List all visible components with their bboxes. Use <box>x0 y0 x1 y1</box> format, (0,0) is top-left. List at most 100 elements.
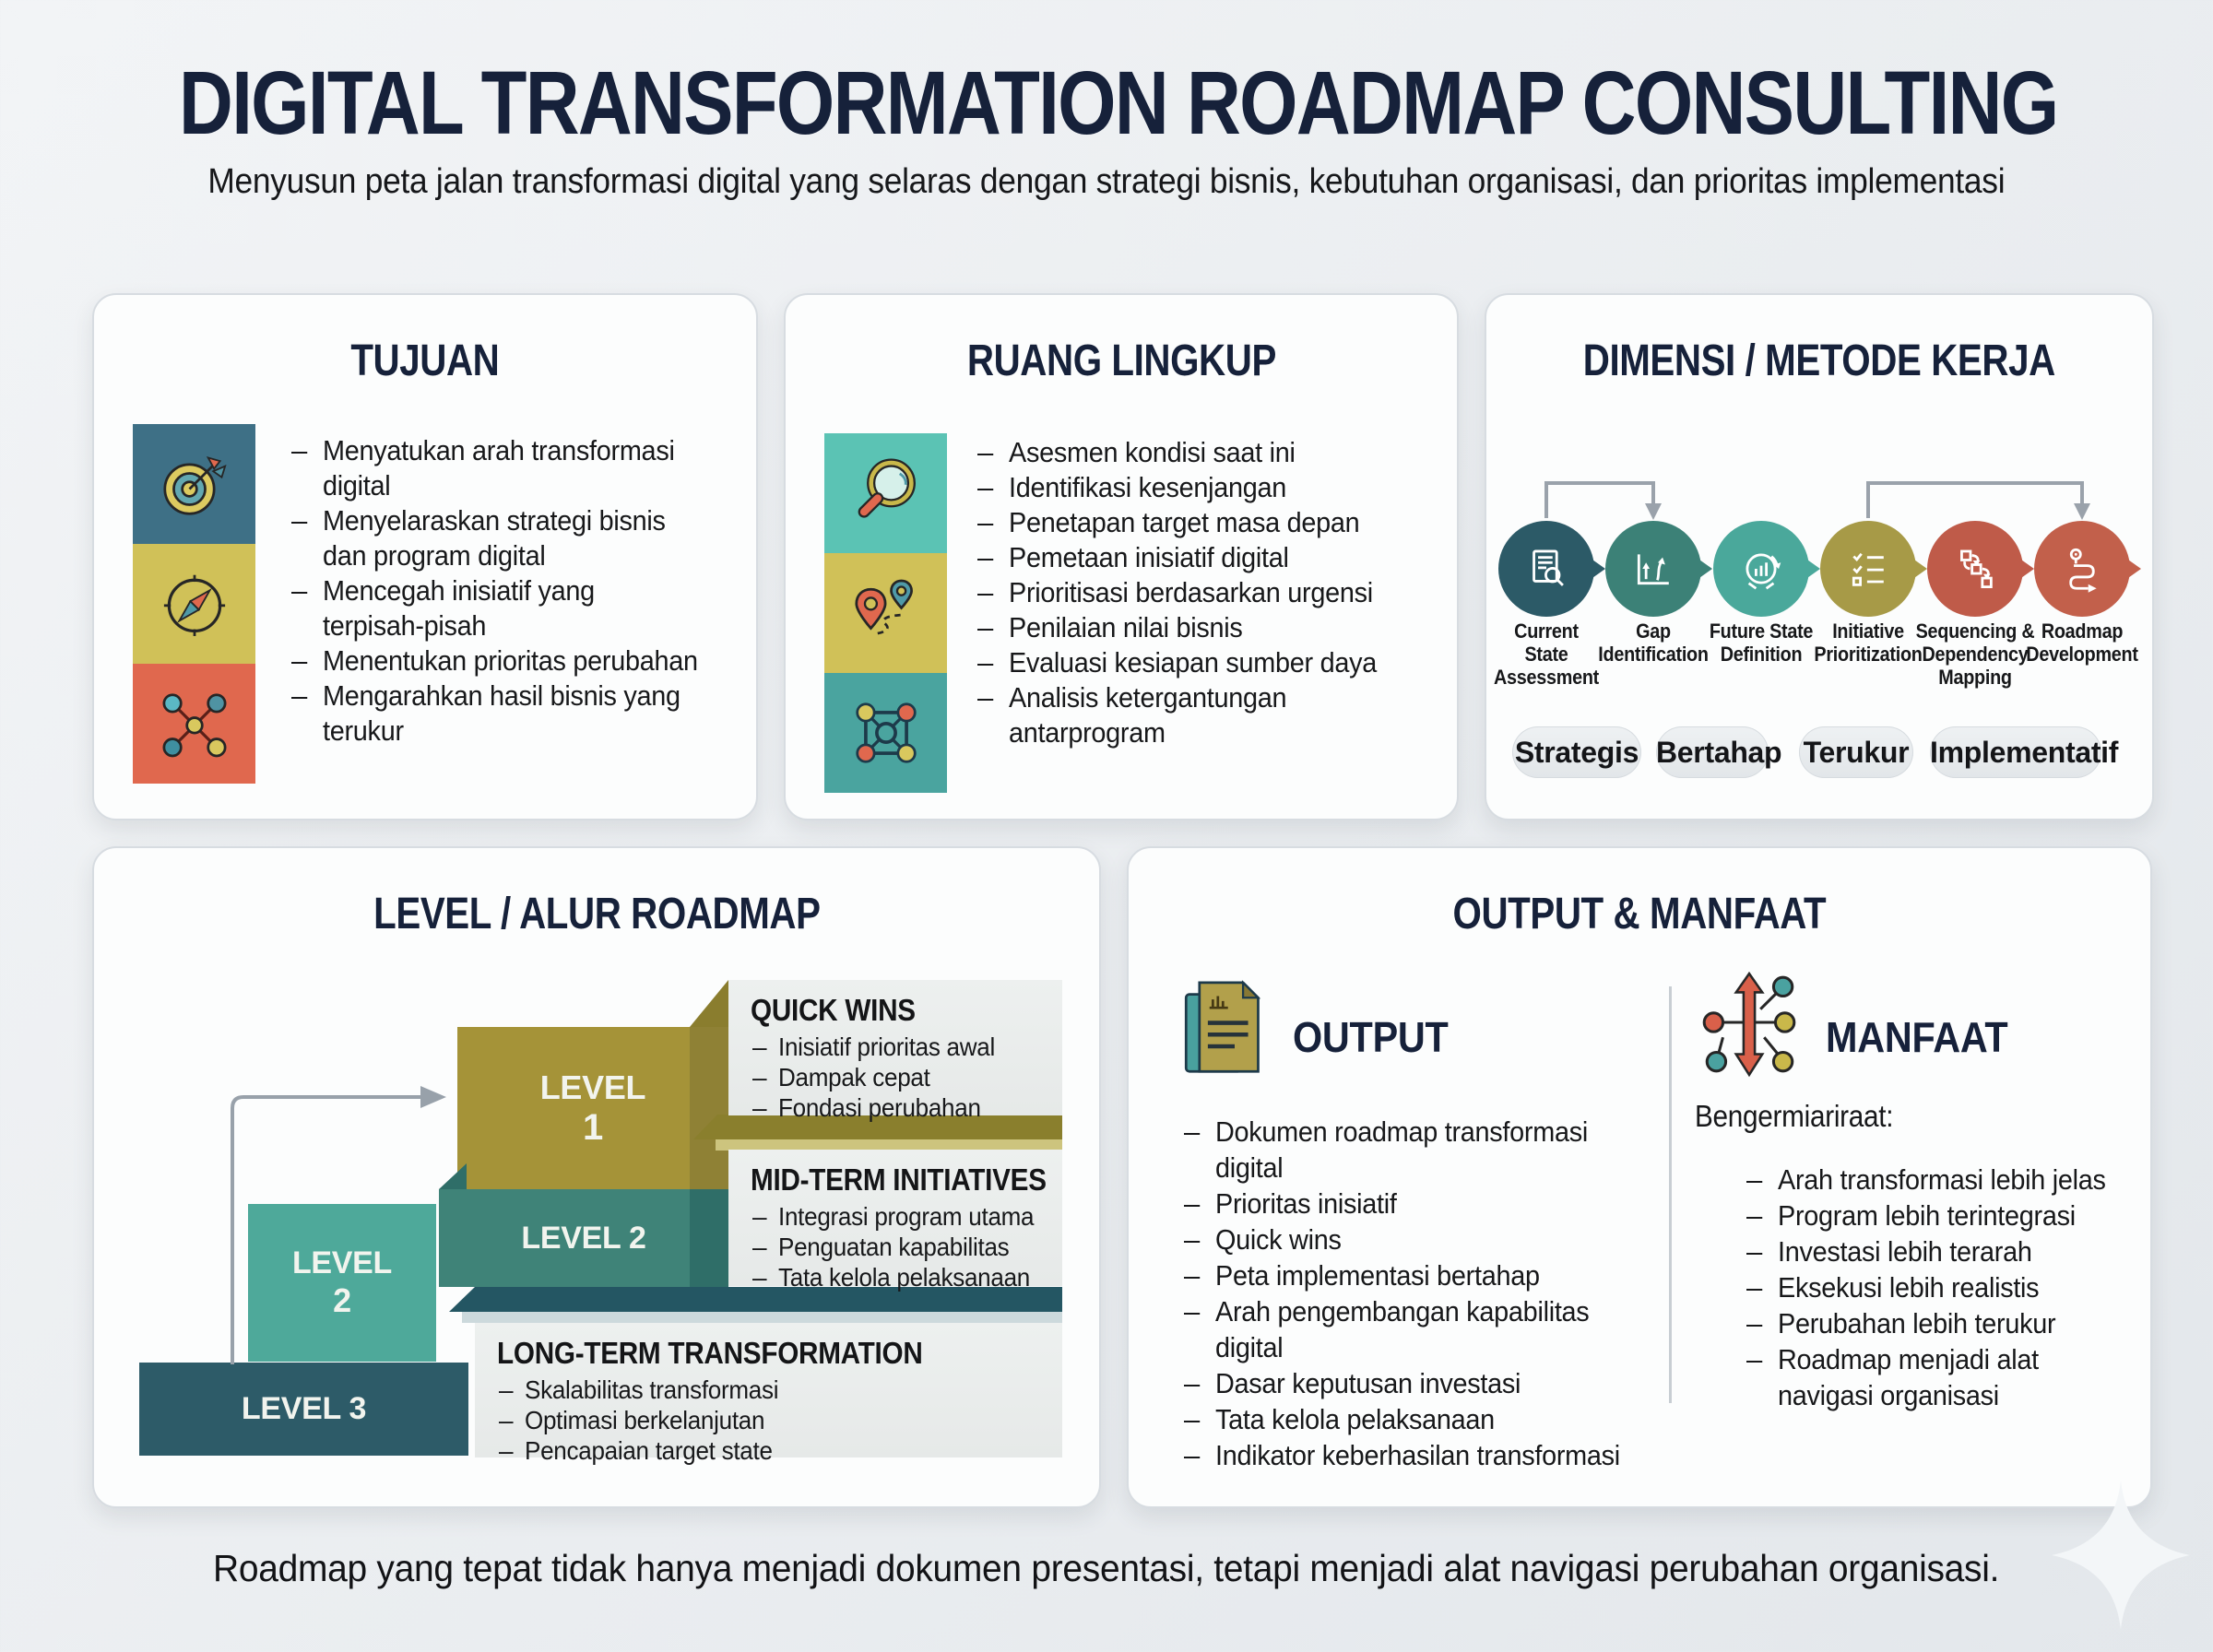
list-item: Penguatan kapabilitas <box>751 1232 1062 1262</box>
list-item: Menyatukan arah transformasi <box>290 433 726 468</box>
network-x-icon <box>133 664 255 784</box>
column-divider <box>1669 986 1672 1403</box>
list-item: Arah transformasi lebih jelas <box>1745 1162 2130 1198</box>
flow-connector-arrows <box>1544 481 2090 520</box>
manfaat-heading: MANFAAT <box>1826 1013 2008 1061</box>
panel-mid-term: MID-TERM INITIATIVES Integrasi program u… <box>728 1150 1062 1292</box>
step-roadmap-development <box>2034 521 2130 617</box>
panel-bullet-list: Skalabilitas transformasiOptimasi berkel… <box>497 1375 1062 1466</box>
card-title-ruang-lingkup: RUANG LINGKUP <box>966 336 1276 385</box>
panel-heading: LONG-TERM TRANSFORMATION <box>497 1336 923 1370</box>
list-item: Pencapaian target state <box>497 1435 1062 1466</box>
list-item: Roadmap menjadi alat <box>1745 1341 2130 1377</box>
step-sequencing-dependency-mapping <box>1927 521 2023 617</box>
list-item: Asesmen kondisi saat ini <box>976 435 1404 470</box>
list-item: digital <box>323 469 391 502</box>
card-title-level: LEVEL / ALUR ROADMAP <box>373 890 821 938</box>
target-icon <box>133 424 255 544</box>
growth-chart-icon <box>1746 553 1781 590</box>
list-item: Pemetaan inisiatif digital <box>976 540 1404 575</box>
level-2-small-label: LEVEL <box>291 1245 393 1280</box>
route-pin-icon <box>2069 548 2097 593</box>
list-item: Dokumen roadmap transformasi <box>1182 1114 1651 1150</box>
list-item: Evaluasi kesiapan sumber daya <box>976 645 1404 680</box>
panel-quick-wins: QUICK WINS Inisiatif prioritas awalDampa… <box>728 980 1062 1123</box>
level-1-label: LEVEL <box>539 1068 646 1106</box>
list-item: terukur <box>323 714 404 747</box>
level-2-wide-block: LEVEL 2 <box>439 1189 728 1287</box>
list-item: Program lebih terintegrasi <box>1745 1198 2130 1233</box>
page-title: DIGITAL TRANSFORMATION ROADMAP CONSULTIN… <box>179 53 2059 153</box>
card-title-tujuan: TUJUAN <box>350 336 500 385</box>
checklist-icon <box>1852 552 1884 586</box>
output-documents-icon <box>1184 980 1261 1073</box>
list-item: Tata kelola pelaksanaan <box>751 1262 1062 1292</box>
roadmap-flow-arrow <box>231 1086 446 1364</box>
list-item: Optimasi berkelanjutan <box>497 1405 1062 1435</box>
ruang-icon-column <box>824 433 947 793</box>
level-1-number: 1 <box>583 1106 603 1148</box>
list-item: dan program digital <box>323 539 546 572</box>
list-item: Arah pengembangan kapabilitas <box>1182 1293 1651 1329</box>
list-item: digital <box>1215 1331 1284 1363</box>
card-title-output-manfaat: OUTPUT & MANFAAT <box>1452 890 1827 938</box>
list-item: antarprogram <box>1009 716 1166 749</box>
level-2-small-block: LEVEL 2 <box>248 1204 436 1362</box>
list-item: Perubahan lebih terukur <box>1745 1305 2130 1341</box>
list-item: Penilaian nilai bisnis <box>976 610 1404 645</box>
list-item: Integrasi program utama <box>751 1201 1062 1232</box>
card-title-dimensi: DIMENSI / METODE KERJA <box>1582 336 2056 385</box>
list-item: Quick wins <box>1182 1221 1651 1257</box>
map-pins-icon <box>824 553 947 673</box>
gold-band-light <box>716 1139 1062 1150</box>
panel-bullet-list: Integrasi program utamaPenguatan kapabil… <box>751 1201 1062 1292</box>
page-subtitle: Menyusun peta jalan transformasi digital… <box>207 162 2006 201</box>
level-1-block: LEVEL 1 <box>457 1027 728 1189</box>
panel-bullet-list: Inisiatif prioritas awalDampak cepatFond… <box>751 1032 1062 1123</box>
list-item: Investasi lebih terarah <box>1745 1233 2130 1269</box>
panel-long-term: LONG-TERM TRANSFORMATION Skalabilitas tr… <box>475 1323 1062 1466</box>
level-1-side-shade <box>690 1027 728 1189</box>
manfaat-network-icon <box>1702 971 1796 1078</box>
list-item: Inisiatif prioritas awal <box>751 1032 1062 1062</box>
tag-bertahap: Bertahap <box>1656 726 1782 778</box>
ruang-bullet-list: Asesmen kondisi saat iniIdentifikasi kes… <box>976 435 1404 750</box>
list-item: terpisah-pisah <box>323 609 487 642</box>
tag-implementatif: Implementatif <box>1930 726 2118 778</box>
output-bullet-list: Dokumen roadmap transformasidigitalPrior… <box>1182 1114 1651 1473</box>
tujuan-icon-column <box>133 424 255 784</box>
step-gap-identification <box>1605 521 1701 617</box>
document-search-icon <box>1533 549 1564 586</box>
list-item: Analisis ketergantungan <box>976 680 1404 715</box>
list-item: Fondasi perubahan <box>751 1092 1062 1123</box>
list-item: digital <box>1215 1151 1284 1184</box>
cube-network-icon <box>824 673 947 793</box>
list-item: Tata kelola pelaksanaan <box>1182 1401 1651 1437</box>
list-item: navigasi organisasi <box>1778 1379 1999 1411</box>
tag-strategis: Strategis <box>1512 726 1641 778</box>
card-level-alur-roadmap: LEVEL / ALUR ROADMAP LEVEL 1 LEVEL 2 LEV… <box>92 846 1101 1508</box>
level-3-block: LEVEL 3 <box>139 1363 468 1456</box>
card-tujuan: TUJUAN Menyatukan arah transformasidigit… <box>92 293 758 820</box>
level-2-wide-label: LEVEL 2 <box>521 1220 646 1256</box>
list-item: Indikator keberhasilan transformasi <box>1182 1437 1651 1473</box>
list-item: Dampak cepat <box>751 1062 1062 1092</box>
list-item: Prioritas inisiatif <box>1182 1186 1651 1221</box>
list-item: Prioritisasi berdasarkan urgensi <box>976 575 1404 610</box>
level-2-small-number: 2 <box>333 1281 351 1319</box>
card-ruang-lingkup: RUANG LINGKUP Asesmen kondisi saat iniId… <box>784 293 1459 820</box>
level-2-side-shade <box>690 1189 728 1287</box>
footer-tagline: Roadmap yang tepat tidak hanya menjadi d… <box>213 1547 2000 1589</box>
list-item: Eksekusi lebih realistis <box>1745 1269 2130 1305</box>
list-item: Mengarahkan hasil bisnis yang <box>290 678 726 714</box>
panel-heading: QUICK WINS <box>751 993 916 1027</box>
manfaat-bullet-list: Arah transformasi lebih jelasProgram leb… <box>1745 1162 2130 1413</box>
list-item: Penetapan target masa depan <box>976 505 1404 540</box>
